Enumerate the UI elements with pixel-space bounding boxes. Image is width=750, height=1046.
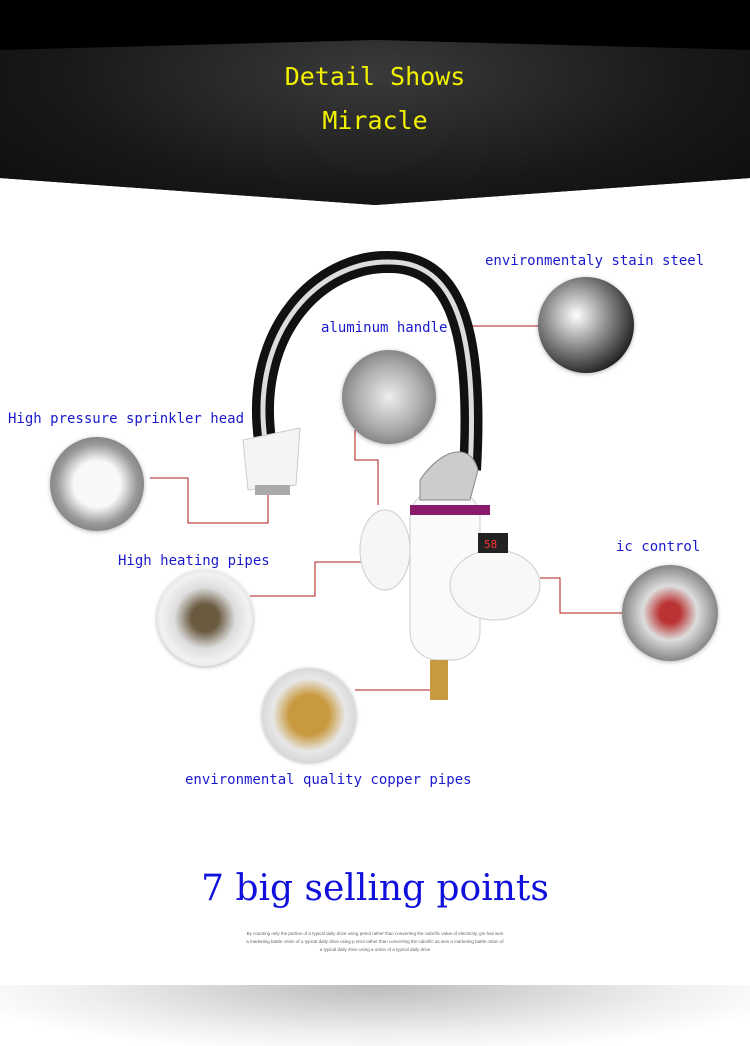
copper-pipe-detail-image — [262, 668, 356, 762]
temperature-display: 58 — [484, 538, 497, 551]
faucet-illustration: 58 — [150, 250, 622, 700]
sprinkler-detail-image — [50, 437, 144, 531]
label-handle: aluminum handle — [321, 320, 448, 336]
bottom-shadow — [0, 985, 750, 1046]
heating-pipe-detail-image — [157, 570, 253, 666]
leader-lines — [150, 325, 622, 691]
stain-steel-detail-image — [538, 277, 634, 373]
label-sprinkler: High pressure sprinkler head — [8, 411, 245, 427]
selling-points-headline: 7 big selling points — [201, 868, 549, 909]
selling-points-body: By counting only the portion of a typica… — [246, 931, 504, 952]
label-ic-control: ic control — [616, 539, 701, 555]
header-title-line2: Miracle — [322, 106, 428, 135]
handle-detail-image — [342, 350, 436, 444]
label-heating-pipes: High heating pipes — [118, 553, 270, 569]
header-title-line1: Detail Shows — [284, 62, 466, 91]
ic-control-detail-image — [622, 565, 718, 661]
header-panel — [0, 40, 750, 205]
label-copper-pipes: environmental quality copper pipes — [185, 772, 472, 788]
label-stain-steel: environmentaly stain steel — [485, 253, 705, 269]
